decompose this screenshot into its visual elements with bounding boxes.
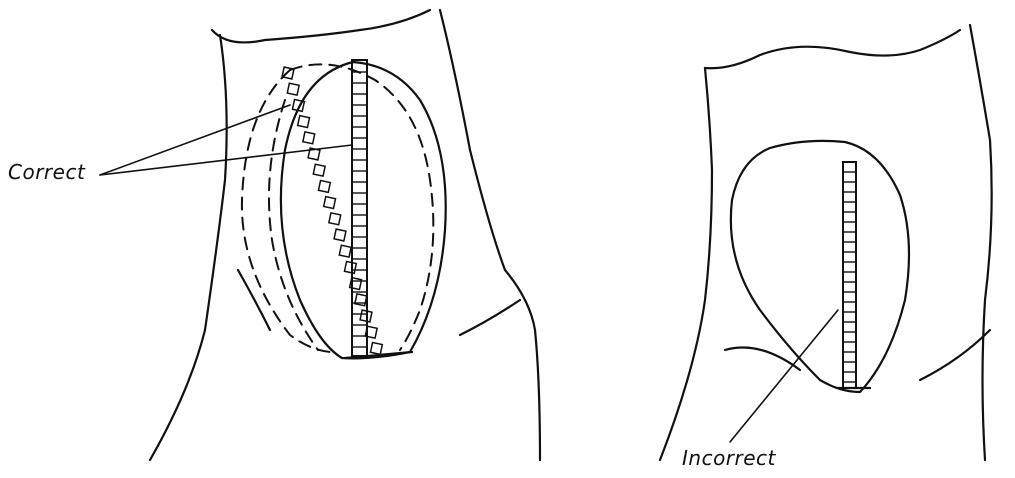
right-torso-right-side <box>970 25 992 460</box>
right-torso-left-crease <box>725 348 800 371</box>
left-diagonal-step <box>355 294 367 306</box>
left-diagonal-step <box>344 261 356 273</box>
left-torso-top-line <box>212 10 430 42</box>
right-measuring-ruler <box>843 162 856 388</box>
left-measuring-ruler <box>352 60 367 356</box>
right-wound-outline <box>731 141 909 392</box>
left-diagonal-step <box>313 164 325 176</box>
left-torso-left-crease <box>238 270 270 330</box>
left-torso-right-side <box>440 10 540 460</box>
right-ruler-body <box>843 162 856 388</box>
correct-label: Correct <box>8 160 85 184</box>
incorrect-label: Incorrect <box>682 446 776 470</box>
left-diagonal-step <box>298 116 310 128</box>
left-wound-dashed-inner-margin <box>269 100 318 350</box>
left-torso-right-crease <box>460 300 520 335</box>
incorrect-pointer-line <box>730 310 838 442</box>
left-wound-dashed-right-margin <box>290 64 433 350</box>
correct-pointer-line-upper <box>100 105 290 175</box>
left-diagonal-step <box>370 342 382 354</box>
left-torso-left-side <box>150 35 227 460</box>
left-diagonal-step <box>324 197 336 209</box>
right-torso-left-side <box>660 68 712 460</box>
left-diagonal-step <box>287 83 299 95</box>
left-diagonal-step <box>303 132 315 144</box>
left-diagonal-step <box>334 229 346 241</box>
left-diagonal-step <box>329 213 341 225</box>
right-torso-figure <box>660 25 992 460</box>
right-torso-top-line <box>705 30 960 68</box>
left-diagonal-step <box>339 245 351 257</box>
left-diagonal-step <box>318 180 330 192</box>
right-ruler-ticks <box>843 172 856 382</box>
right-torso-right-crease <box>920 330 990 380</box>
left-wound-dashed-outer-margin <box>242 70 330 352</box>
